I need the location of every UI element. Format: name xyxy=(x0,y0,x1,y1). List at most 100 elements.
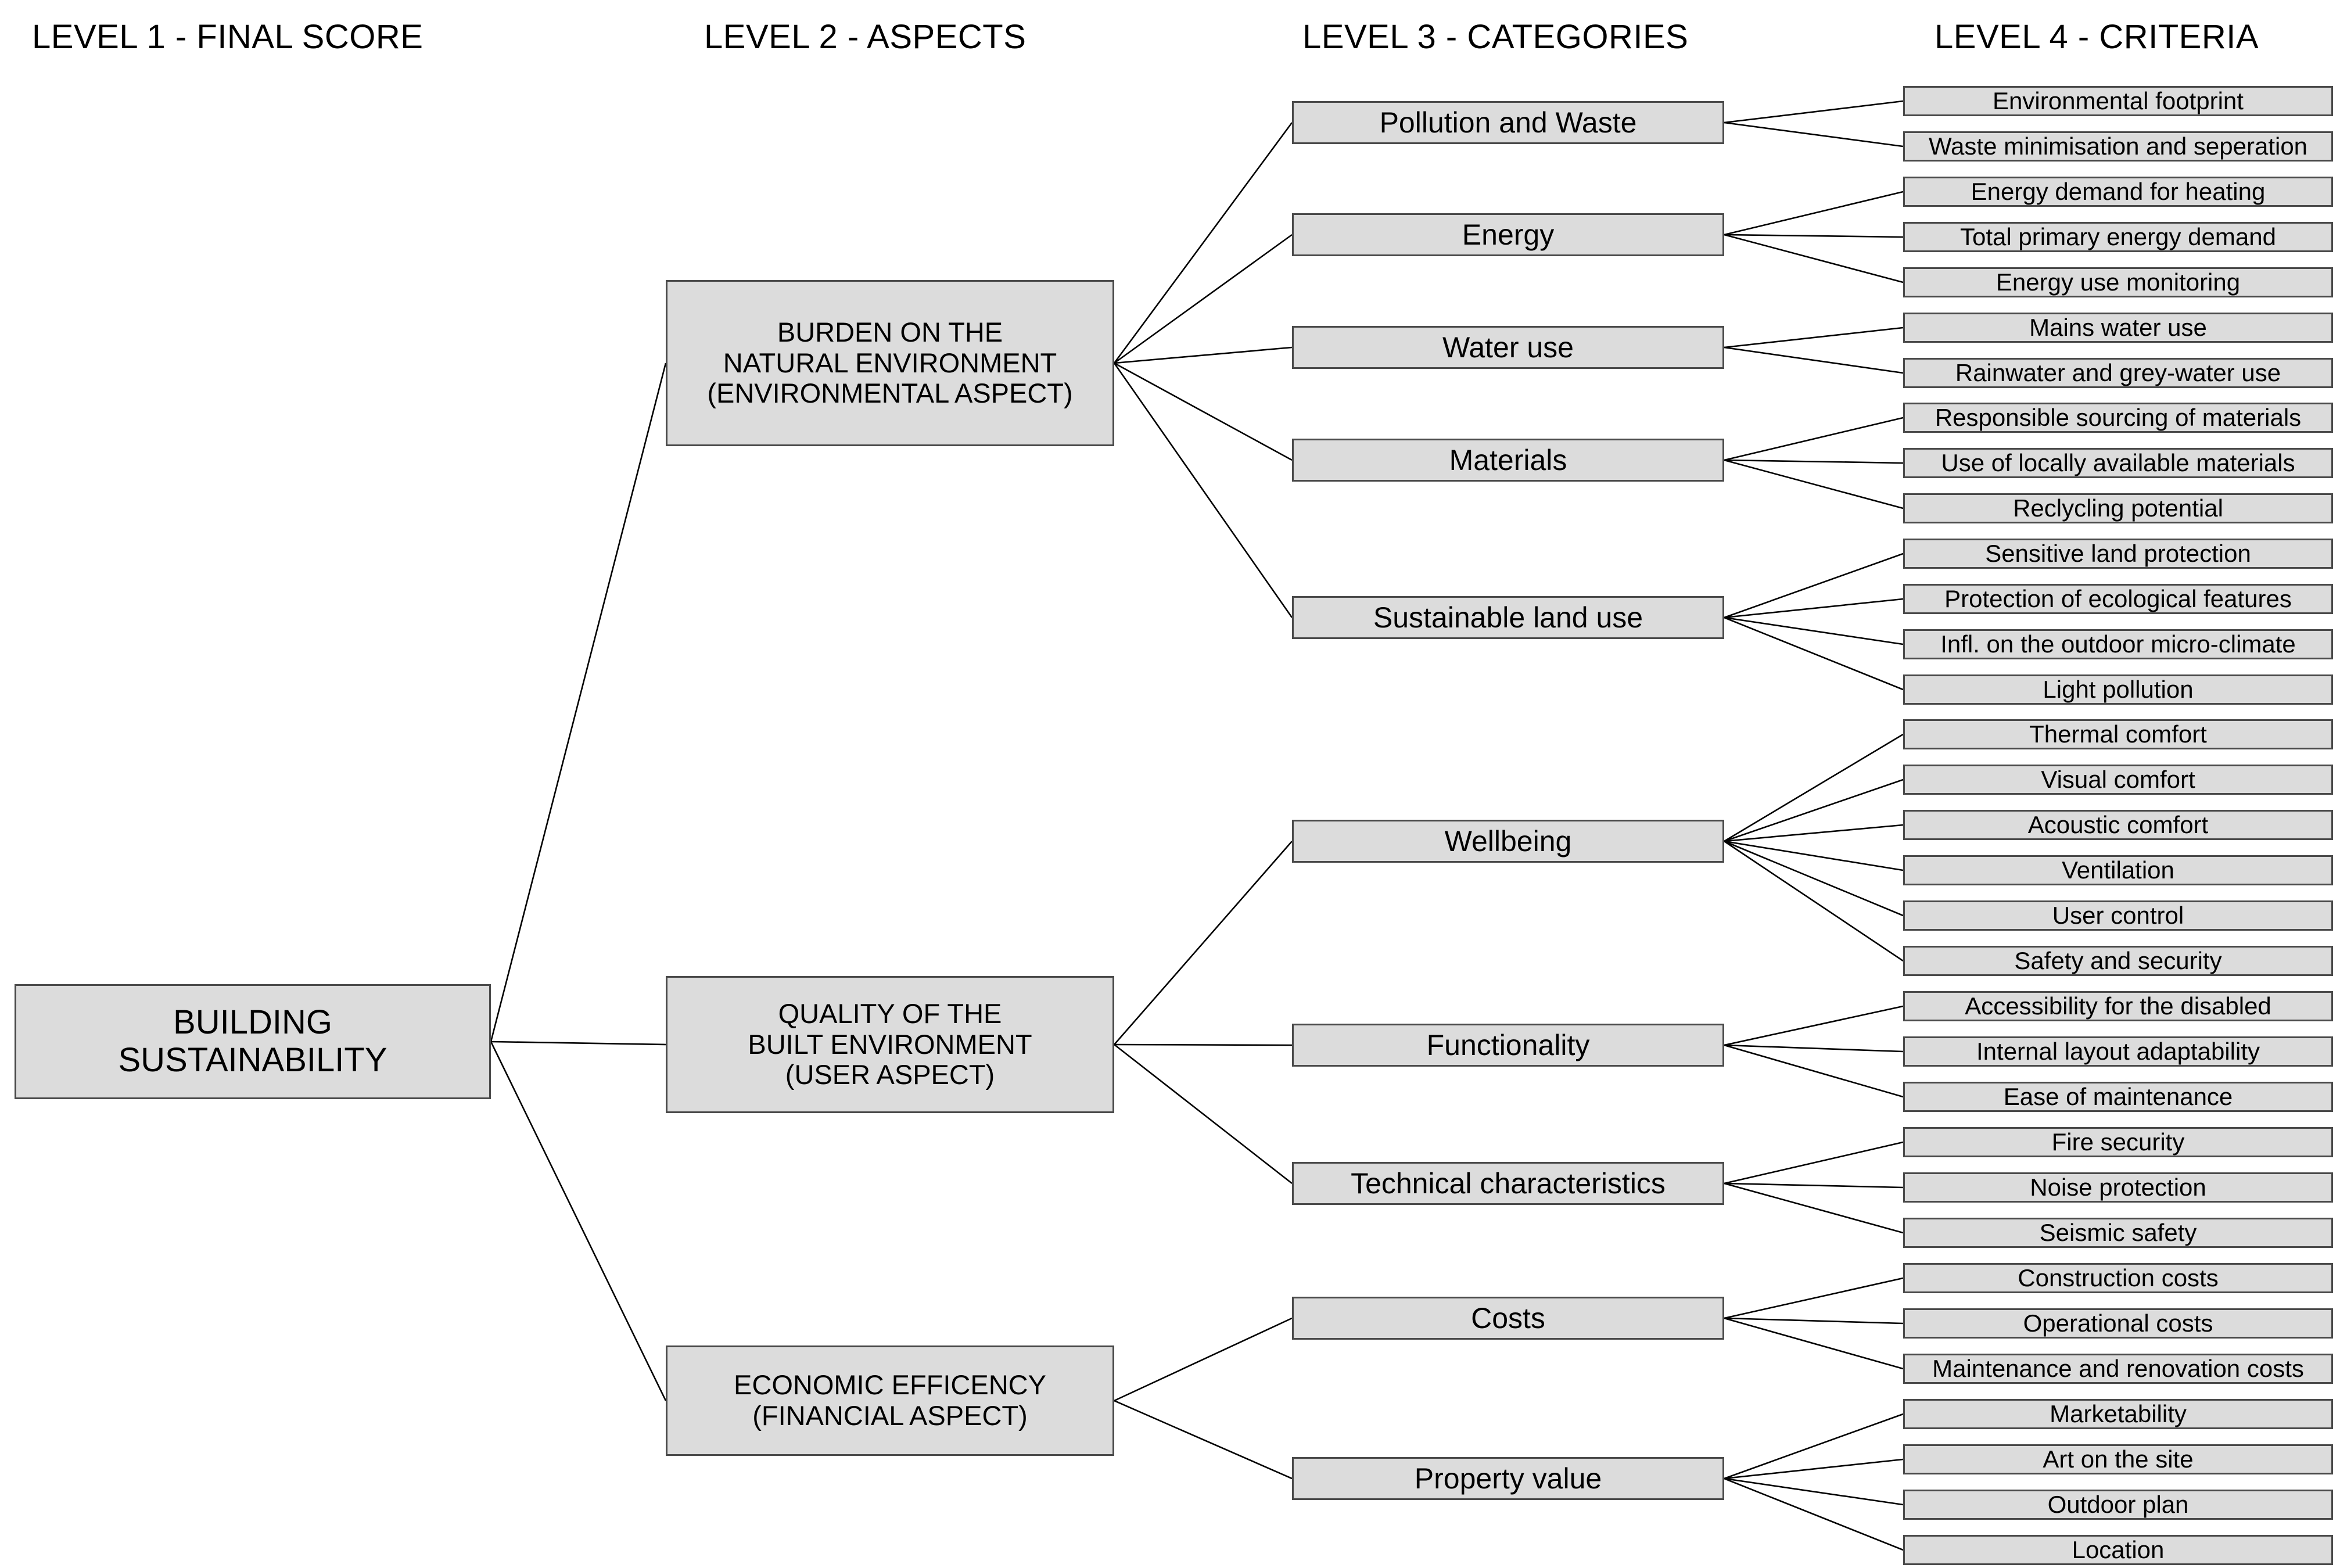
connector-line xyxy=(1114,362,1293,461)
node-criterion-accessibility-for-the-disabled[interactable]: Accessibility for the disabled xyxy=(1903,991,2333,1021)
node-criterion-total-primary-energy-demand-label: Total primary energy demand xyxy=(1960,223,2276,251)
node-category-technical-characteristics[interactable]: Technical characteristics xyxy=(1292,1162,1724,1205)
node-category-water-use[interactable]: Water use xyxy=(1292,326,1724,369)
node-category-costs[interactable]: Costs xyxy=(1292,1297,1724,1340)
node-category-functionality[interactable]: Functionality xyxy=(1292,1024,1724,1067)
connector-line xyxy=(1724,840,1904,962)
node-category-costs-label: Costs xyxy=(1471,1302,1545,1334)
connector-line xyxy=(490,1040,666,1046)
node-category-pollution-and-waste-label: Pollution and Waste xyxy=(1379,106,1637,139)
node-criterion-energy-demand-for-heating-label: Energy demand for heating xyxy=(1971,178,2266,206)
node-category-property-value[interactable]: Property value xyxy=(1292,1457,1724,1500)
connector-line xyxy=(1724,191,1904,236)
node-criterion-marketability[interactable]: Marketability xyxy=(1903,1399,2333,1429)
node-criterion-protection-of-ecological-features[interactable]: Protection of ecological features xyxy=(1903,584,2333,614)
node-criterion-art-on-the-site[interactable]: Art on the site xyxy=(1903,1444,2333,1474)
node-criterion-total-primary-energy-demand[interactable]: Total primary energy demand xyxy=(1903,222,2333,252)
connector-line xyxy=(1724,1317,1904,1325)
connector-line xyxy=(1724,840,1904,917)
connector-line xyxy=(1724,778,1904,842)
node-category-energy[interactable]: Energy xyxy=(1292,213,1724,256)
node-criterion-thermal-comfort[interactable]: Thermal comfort xyxy=(1903,719,2333,749)
connector-line xyxy=(1724,459,1904,509)
connector-line xyxy=(1724,1005,1904,1046)
node-criterion-ventilation-label: Ventilation xyxy=(2062,856,2174,884)
node-criterion-energy-use-monitoring[interactable]: Energy use monitoring xyxy=(1903,267,2333,297)
node-category-materials[interactable]: Materials xyxy=(1292,439,1724,482)
node-criterion-outdoor-plan[interactable]: Outdoor plan xyxy=(1903,1490,2333,1520)
node-criterion-marketability-label: Marketability xyxy=(2050,1400,2187,1428)
node-criterion-waste-minimisation-and-seperation[interactable]: Waste minimisation and seperation xyxy=(1903,131,2333,162)
node-criterion-construction-costs[interactable]: Construction costs xyxy=(1903,1263,2333,1293)
connector-line xyxy=(1724,346,1904,374)
connector-line xyxy=(1113,122,1293,364)
node-criterion-location[interactable]: Location xyxy=(1903,1535,2333,1565)
node-criterion-protection-of-ecological-features-label: Protection of ecological features xyxy=(1944,585,2292,613)
connector-line xyxy=(1724,1182,1904,1189)
node-criterion-sensitive-land-protection-label: Sensitive land protection xyxy=(1985,540,2251,568)
node-category-pollution-and-waste[interactable]: Pollution and Waste xyxy=(1292,101,1724,144)
node-criterion-internal-layout-adaptability[interactable]: Internal layout adaptability xyxy=(1903,1036,2333,1067)
node-category-wellbeing-label: Wellbeing xyxy=(1444,825,1572,857)
node-criterion-art-on-the-site-label: Art on the site xyxy=(2043,1445,2194,1473)
connector-line xyxy=(1724,840,1904,871)
node-criterion-environmental-footprint[interactable]: Environmental footprint xyxy=(1903,86,2333,116)
node-criterion-fire-security[interactable]: Fire security xyxy=(1903,1127,2333,1157)
node-criterion-user-control-label: User control xyxy=(2052,902,2184,930)
node-category-sustainable-land-use[interactable]: Sustainable land use xyxy=(1292,596,1724,639)
node-criterion-mains-water-use[interactable]: Mains water use xyxy=(1903,313,2333,343)
column-header-level-3: LEVEL 3 - CATEGORIES xyxy=(1302,18,1689,56)
node-criterion-noise-protection[interactable]: Noise protection xyxy=(1903,1172,2333,1203)
connector-line xyxy=(490,363,667,1042)
node-criterion-mains-water-use-label: Mains water use xyxy=(2029,314,2207,342)
node-criterion-location-label: Location xyxy=(2072,1536,2165,1564)
connector-line xyxy=(1114,841,1293,1045)
node-criterion-maintenance-and-renovation-costs-label: Maintenance and renovation costs xyxy=(1932,1355,2304,1383)
node-criterion-user-control[interactable]: User control xyxy=(1903,900,2333,931)
node-criterion-outdoor-plan-label: Outdoor plan xyxy=(2047,1491,2189,1519)
connector-line xyxy=(1724,326,1904,349)
node-criterion-infl-on-the-outdoor-micro-climate-label: Infl. on the outdoor micro-climate xyxy=(1940,630,2296,658)
node-criterion-use-of-locally-available-materials[interactable]: Use of locally available materials xyxy=(1903,448,2333,478)
node-criterion-responsible-sourcing-of-materials-label: Responsible sourcing of materials xyxy=(1935,404,2302,432)
node-criterion-reclycling-potential[interactable]: Reclycling potential xyxy=(1903,493,2333,523)
connector-line xyxy=(1724,1477,1904,1506)
node-category-wellbeing[interactable]: Wellbeing xyxy=(1292,820,1724,863)
node-aspect-economic-efficency[interactable]: ECONOMIC EFFICENCY(FINANCIAL ASPECT) xyxy=(666,1345,1114,1456)
node-criterion-acoustic-comfort[interactable]: Acoustic comfort xyxy=(1903,810,2333,840)
node-category-materials-label: Materials xyxy=(1449,444,1567,476)
node-criterion-light-pollution[interactable]: Light pollution xyxy=(1903,674,2333,705)
node-criterion-infl-on-the-outdoor-micro-climate[interactable]: Infl. on the outdoor micro-climate xyxy=(1903,629,2333,659)
connector-line xyxy=(1724,1458,1904,1480)
node-criterion-safety-and-security[interactable]: Safety and security xyxy=(1903,946,2333,976)
node-criterion-energy-demand-for-heating[interactable]: Energy demand for heating xyxy=(1903,177,2333,207)
node-criterion-rainwater-and-grey-water-use[interactable]: Rainwater and grey-water use xyxy=(1903,358,2333,388)
node-criterion-visual-comfort[interactable]: Visual comfort xyxy=(1903,765,2333,795)
connector-line xyxy=(1724,598,1904,619)
node-category-energy-label: Energy xyxy=(1462,218,1555,251)
node-criterion-maintenance-and-renovation-costs[interactable]: Maintenance and renovation costs xyxy=(1903,1354,2333,1384)
node-category-sustainable-land-use-label: Sustainable land use xyxy=(1373,601,1643,634)
node-criterion-ease-of-maintenance[interactable]: Ease of maintenance xyxy=(1903,1082,2333,1112)
connector-line xyxy=(1724,552,1904,619)
connector-line xyxy=(1724,616,1904,691)
node-criterion-operational-costs[interactable]: Operational costs xyxy=(1903,1308,2333,1339)
node-category-property-value-label: Property value xyxy=(1414,1462,1602,1495)
connector-line xyxy=(1724,1044,1904,1053)
connector-line xyxy=(1724,121,1904,148)
connector-line xyxy=(1724,1044,1904,1098)
node-criterion-sensitive-land-protection[interactable]: Sensitive land protection xyxy=(1903,539,2333,569)
node-criterion-safety-and-security-label: Safety and security xyxy=(2014,947,2222,975)
node-criterion-noise-protection-label: Noise protection xyxy=(2030,1174,2206,1201)
node-criterion-seismic-safety[interactable]: Seismic safety xyxy=(1903,1218,2333,1248)
connector-line xyxy=(1724,234,1904,284)
node-criterion-ventilation[interactable]: Ventilation xyxy=(1903,855,2333,885)
node-criterion-acoustic-comfort-label: Acoustic comfort xyxy=(2027,811,2209,839)
node-criterion-responsible-sourcing-of-materials[interactable]: Responsible sourcing of materials xyxy=(1903,403,2333,433)
